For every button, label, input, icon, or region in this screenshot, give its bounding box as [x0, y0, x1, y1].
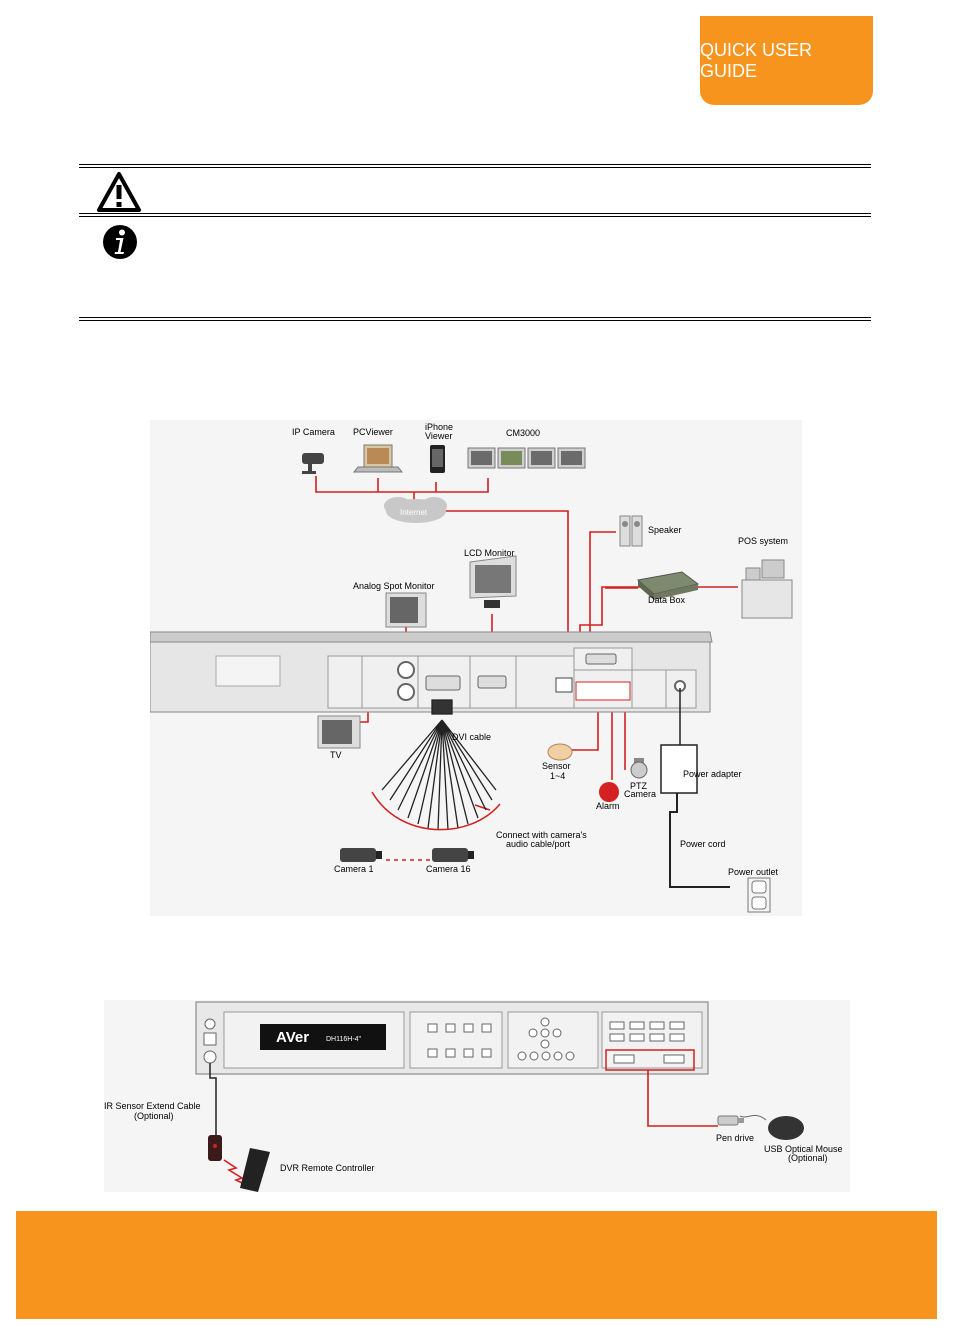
data-box-label: Data Box: [648, 595, 686, 605]
ir-sensor-port-icon: [203, 1050, 217, 1064]
data-box-icon: [636, 571, 700, 600]
iphone-viewer-label-2: Viewer: [425, 431, 452, 441]
iphone-viewer-label-1: iPhone: [425, 422, 453, 432]
ir-sensor-label-1: IR Sensor Extend Cable: [104, 1101, 201, 1111]
connect-audio-label-1: Connect with camera's: [496, 830, 587, 840]
rear-connection-diagram: Internet IP Camera PCViewer iPhone Viewe…: [150, 420, 802, 916]
power-cord-label: Power cord: [680, 839, 726, 849]
sensor-label-2: 1~4: [550, 771, 565, 781]
camera-1-label: Camera 1: [334, 864, 374, 874]
brand-badge: [260, 1024, 386, 1050]
dvi-cable-label: DVI cable: [452, 732, 491, 742]
ptz-camera-icon: [630, 758, 648, 779]
power-button-icon: [204, 1018, 216, 1030]
tv-icon: [317, 715, 361, 749]
ip-camera-label: IP Camera: [292, 427, 335, 437]
iphone-icon: [430, 445, 445, 473]
internet-label: Internet: [400, 508, 428, 517]
ptz-camera-label-2: Camera: [624, 789, 656, 799]
notice-top-rule: [79, 164, 871, 168]
front-panel-diagram: AVer DH116H-4" IR Sensor Extend Cable (O…: [104, 1000, 850, 1192]
pcviewer-label: PCViewer: [353, 427, 393, 437]
quick-user-guide-tab: QUICK USER GUIDE: [700, 16, 873, 105]
camera-16-icon: [432, 848, 474, 862]
ip-camera-icon: [302, 453, 324, 474]
usb-mouse-icon: [739, 1114, 804, 1140]
sensor-icon: [547, 743, 573, 761]
notice-middle-rule: [79, 213, 871, 217]
pos-system-icon: [741, 559, 793, 619]
internet-cloud-icon: [384, 497, 447, 523]
speaker-icon: [619, 515, 643, 547]
tv-label: TV: [330, 750, 342, 760]
alarm-label: Alarm: [596, 801, 620, 811]
power-outlet-label: Power outlet: [728, 867, 779, 877]
usb-ports-highlight: [605, 1049, 695, 1071]
connect-audio-label-2: audio cable/port: [506, 839, 571, 849]
lcd-monitor-label: LCD Monitor: [464, 548, 515, 558]
warning-icon: [97, 172, 141, 212]
pen-drive-label: Pen drive: [716, 1133, 754, 1143]
laptop-icon: [352, 444, 404, 473]
ptz-camera-label-1: PTZ: [630, 781, 648, 791]
dvr-remote-label: DVR Remote Controller: [280, 1163, 375, 1173]
pen-drive-icon: [717, 1115, 744, 1126]
remote-controller-icon: [240, 1148, 270, 1192]
usb-mouse-label-1: USB Optical Mouse: [764, 1144, 843, 1154]
info-icon: [103, 225, 137, 259]
footer-band: [16, 1211, 937, 1319]
camera-1-icon: [340, 848, 382, 862]
sensor-label-1: Sensor: [542, 761, 571, 771]
power-adapter-icon: [660, 688, 730, 888]
power-outlet-icon: [747, 877, 771, 913]
pos-system-label: POS system: [738, 536, 788, 546]
power-adapter-label: Power adapter: [683, 769, 742, 779]
cm3000-monitors-icon: [467, 447, 586, 469]
cm3000-label: CM3000: [506, 428, 540, 438]
tab-label: QUICK USER GUIDE: [700, 39, 813, 81]
analog-spot-monitor-icon: [385, 592, 427, 628]
usb-mouse-label-2: (Optional): [788, 1153, 828, 1163]
lcd-monitor-icon: [469, 555, 517, 608]
model-label: DH116H-4": [326, 1036, 362, 1043]
analog-spot-monitor-label: Analog Spot Monitor: [353, 581, 435, 591]
speaker-label: Speaker: [648, 525, 682, 535]
alarm-icon: [599, 782, 619, 802]
ir-sensor-label-2: (Optional): [134, 1111, 174, 1121]
dvr-rear-unit: [150, 631, 713, 713]
dvi-fanout-cable: [381, 699, 497, 831]
camera-16-label: Camera 16: [426, 864, 471, 874]
ir-sensor-cable: [209, 1063, 217, 1135]
notice-bottom-rule: [79, 317, 871, 321]
brand-logo: AVer: [276, 1029, 309, 1046]
